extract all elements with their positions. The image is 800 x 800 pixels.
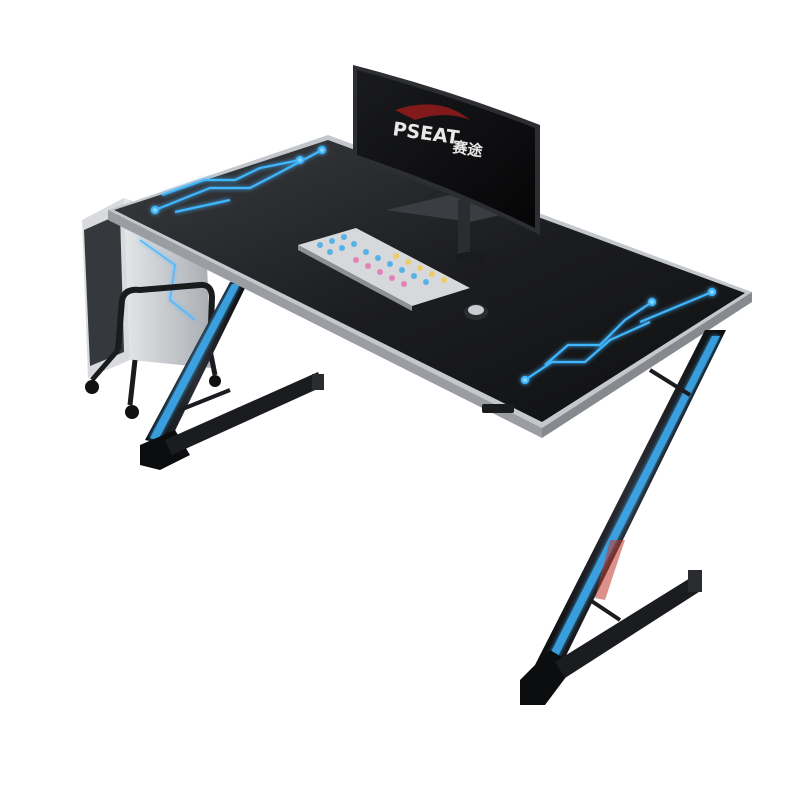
led-circuit-left (150, 145, 327, 215)
led-circuit-right (520, 287, 717, 385)
right-leg (520, 330, 726, 705)
keyboard (298, 228, 470, 311)
pc-caddy (85, 281, 221, 419)
mouse (464, 304, 488, 320)
monitor-brand-suffix: 赛途 (450, 138, 484, 160)
left-leg (140, 282, 324, 470)
monitor: PSEAT 赛途 (353, 65, 540, 264)
height-control-panel (482, 404, 514, 413)
